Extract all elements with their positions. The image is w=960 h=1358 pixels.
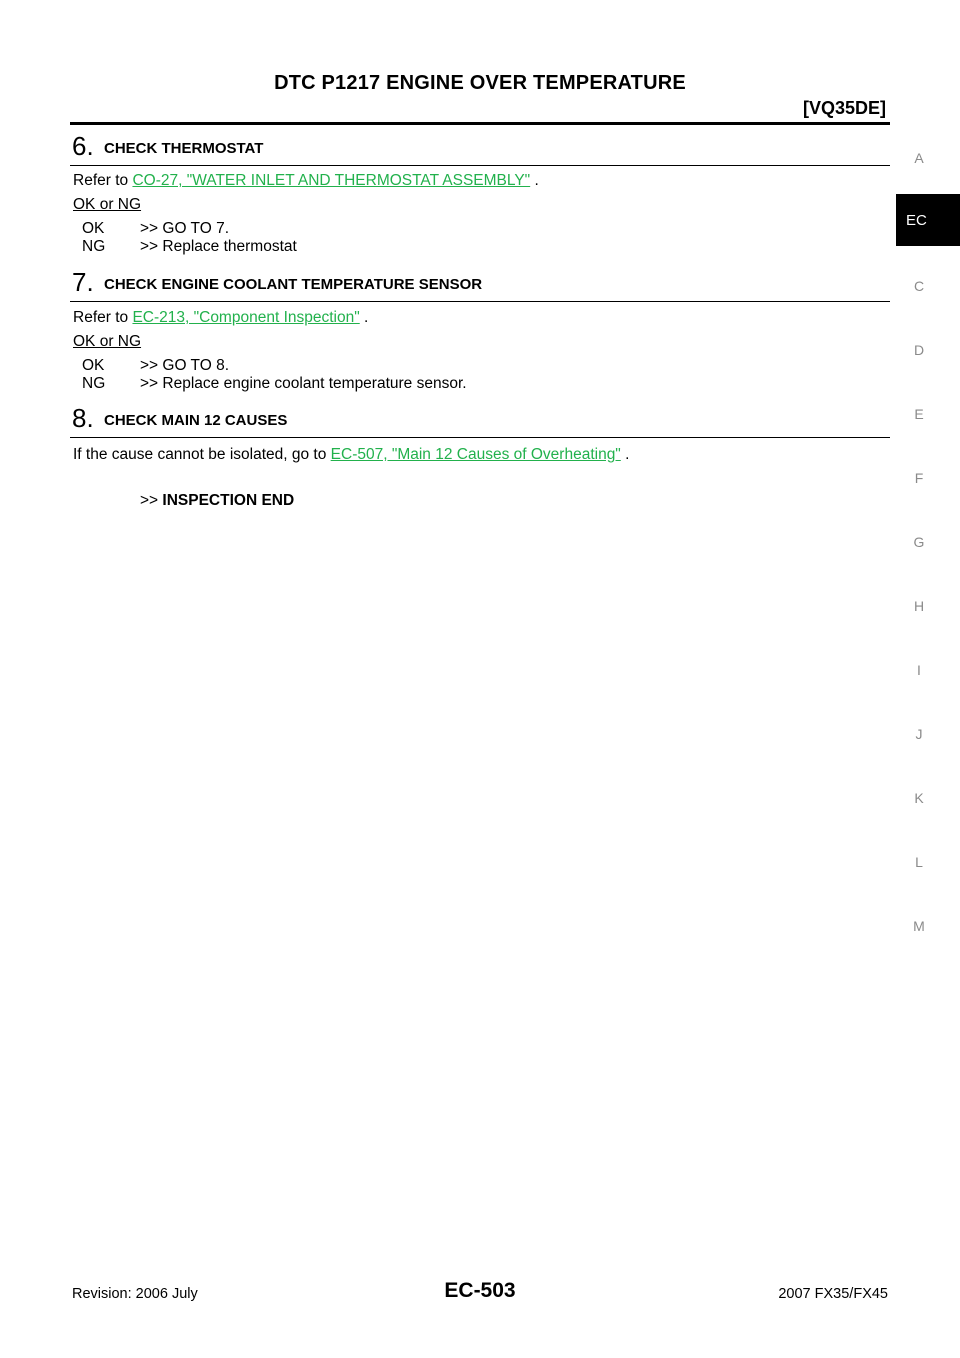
step-title: CHECK THERMOSTAT — [104, 140, 264, 157]
index-letter-g[interactable]: G — [913, 534, 925, 550]
refer-text: Refer to — [73, 309, 133, 326]
step-number: 7. — [72, 267, 94, 297]
overheating-causes-link[interactable]: EC-507, "Main 12 Causes of Overheating" — [330, 446, 621, 463]
thermostat-link[interactable]: CO-27, "WATER INLET AND THERMOSTAT ASSEM… — [132, 172, 531, 189]
page-number: EC-503 — [444, 1279, 516, 1302]
component-inspection-link[interactable]: EC-213, "Component Inspection" — [132, 309, 360, 326]
index-letter-c[interactable]: C — [913, 278, 925, 294]
step-number: 6. — [72, 131, 94, 161]
page-title: DTC P1217 ENGINE OVER TEMPERATURE — [274, 72, 686, 94]
step-6-heading: 6. CHECK THERMOSTAT — [70, 131, 890, 166]
step-number: 8. — [72, 403, 94, 433]
index-tab-ec-active[interactable]: EC — [896, 194, 960, 246]
index-letter-m[interactable]: M — [913, 918, 925, 934]
step-title: CHECK MAIN 12 CAUSES — [104, 412, 288, 429]
step-8-heading: 8. CHECK MAIN 12 CAUSES — [70, 403, 890, 438]
index-letter-k[interactable]: K — [914, 790, 924, 806]
header-divider — [70, 122, 890, 125]
end-label: INSPECTION END — [162, 492, 295, 509]
answer-text: >> GO TO 7. — [140, 220, 230, 237]
index-letter-j[interactable]: J — [915, 726, 923, 742]
step-divider — [70, 437, 890, 438]
index-letter-d[interactable]: D — [913, 342, 925, 358]
step-6-reference: Refer to CO-27, "WATER INLET AND THERMOS… — [73, 172, 539, 190]
step-8-reference: If the cause cannot be isolated, go to E… — [73, 446, 629, 464]
index-letter-e[interactable]: E — [914, 406, 924, 422]
answer-text: >> GO TO 8. — [140, 357, 230, 374]
answer-ok: OK >> GO TO 8. — [82, 357, 229, 375]
answer-ng: NG >> Replace thermostat — [82, 238, 297, 256]
answer-key: OK — [82, 357, 105, 374]
section-index: A EC C D E F G H I J K L M — [896, 0, 960, 1358]
step-7-heading: 7. CHECK ENGINE COOLANT TEMPERATURE SENS… — [70, 267, 890, 302]
ok-or-ng-label: OK or NG — [73, 196, 142, 213]
answer-key: NG — [82, 375, 106, 392]
answer-ok: OK >> GO TO 7. — [82, 220, 229, 238]
revision-date: Revision: 2006 July — [72, 1286, 198, 1302]
index-letter-a[interactable]: A — [914, 150, 924, 166]
answer-key: NG — [82, 238, 106, 255]
refer-suffix: . — [620, 446, 630, 463]
step-divider — [70, 301, 890, 302]
step-divider — [70, 165, 890, 166]
index-letter-f[interactable]: F — [914, 470, 924, 486]
ok-or-ng-label: OK or NG — [73, 333, 142, 350]
index-letter-l[interactable]: L — [915, 854, 923, 870]
answer-text: >> Replace thermostat — [140, 238, 297, 255]
refer-text: Refer to — [73, 172, 133, 189]
answer-key: OK — [82, 220, 105, 237]
index-letter-i[interactable]: I — [917, 662, 921, 678]
step-7-reference: Refer to EC-213, "Component Inspection" … — [73, 309, 368, 327]
refer-suffix: . — [359, 309, 369, 326]
answer-ng: NG >> Replace engine coolant temperature … — [82, 375, 467, 393]
step-title: CHECK ENGINE COOLANT TEMPERATURE SENSOR — [104, 276, 483, 293]
refer-text: If the cause cannot be isolated, go to — [73, 446, 331, 463]
vehicle-model: 2007 FX35/FX45 — [778, 1286, 888, 1302]
engine-code: [VQ35DE] — [802, 98, 886, 118]
refer-suffix: . — [530, 172, 539, 189]
answer-text: >> Replace engine coolant temperature se… — [140, 375, 467, 392]
end-prefix: >> — [140, 492, 163, 509]
inspection-end: >> INSPECTION END — [140, 492, 294, 510]
index-letter-h[interactable]: H — [913, 598, 925, 614]
